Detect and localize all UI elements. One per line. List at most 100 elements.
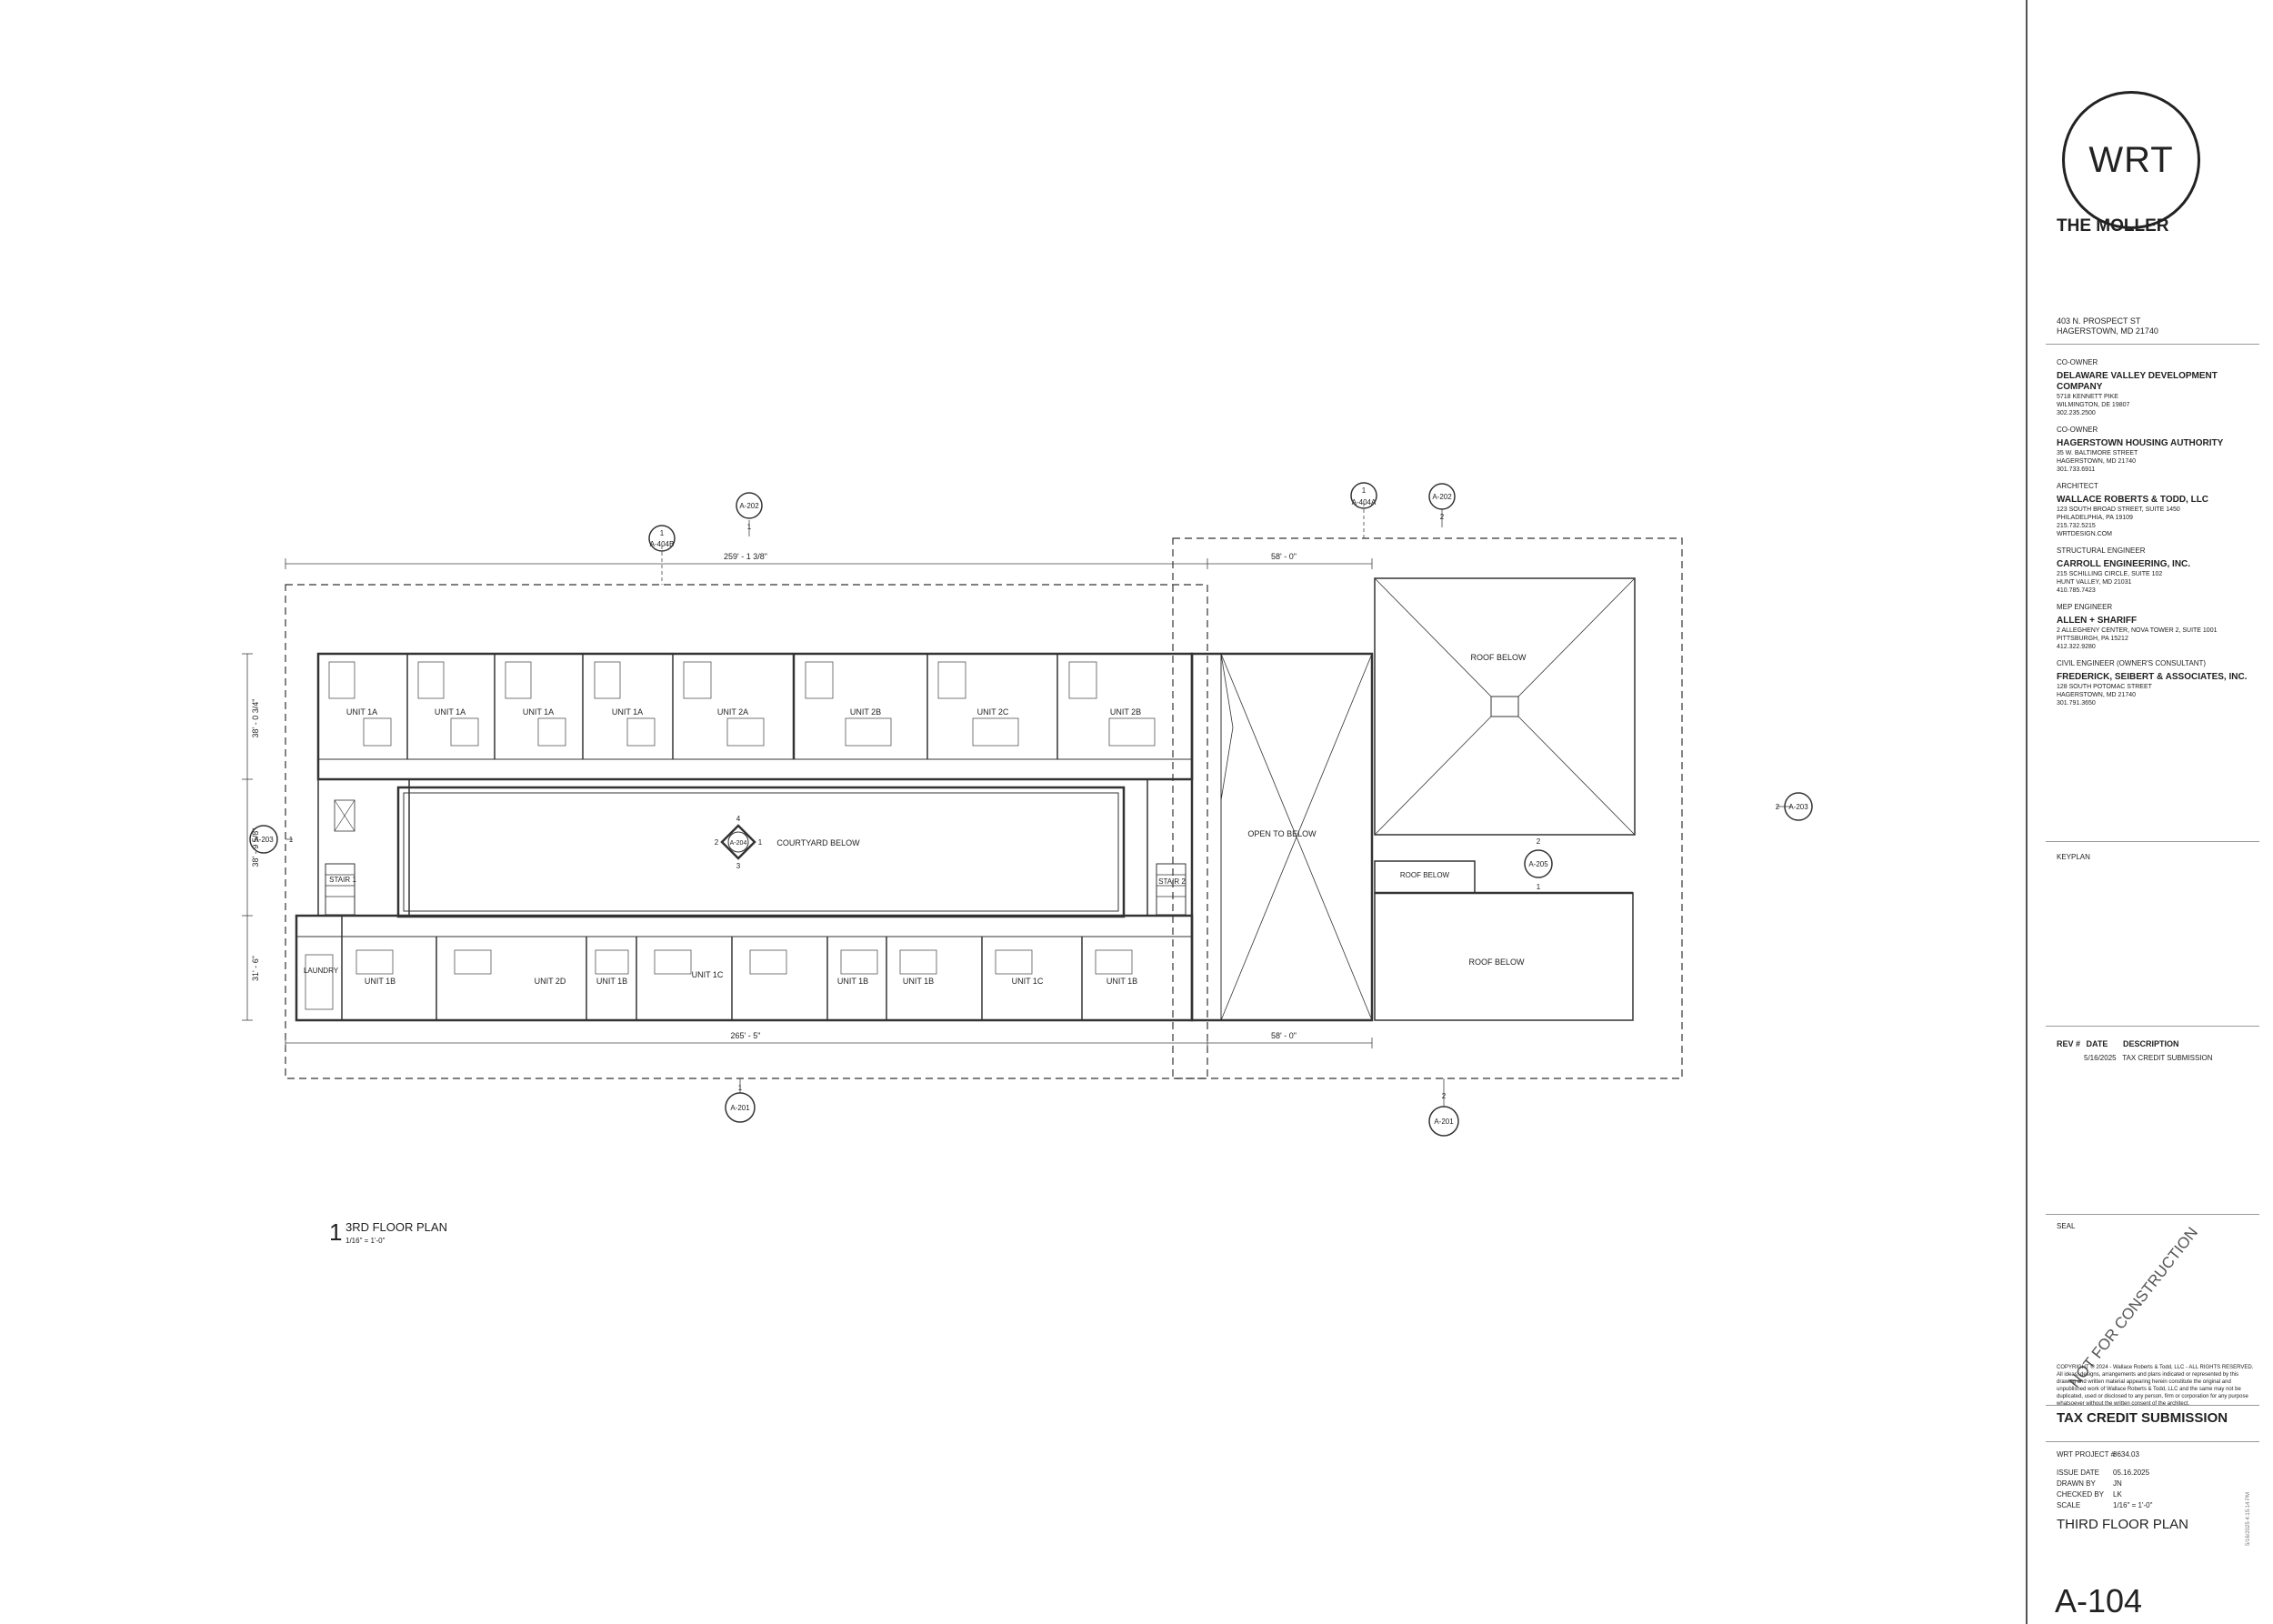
callout-a201-left: A-201 [730,1104,750,1112]
team-role: CO-OWNER [2057,358,2098,366]
callout-n2-a: 2 [1440,513,1445,521]
team-contact-line: HAGERSTOWN, MD 21740 [2057,692,2137,698]
keyplan-label: KEYPLAN [2057,853,2090,861]
team-entry: CO-OWNER HAGERSTOWN HOUSING AUTHORITY 35 W… [2057,426,2262,474]
info-value: 05.16.2025 [2113,1469,2150,1477]
scope-box-left [285,584,1208,1079]
team-contact-line: 410.785.7423 [2057,587,2096,594]
open-to-below [1190,652,1374,1022]
team-role: ARCHITECT [2057,482,2098,490]
team-entry: STRUCTURAL ENGINEER CARROLL ENGINEERING, … [2057,546,2262,595]
unit-label-s1: UNIT 1B [365,977,396,986]
info-label: ISSUE DATE [2057,1469,2099,1477]
courtyard-below [396,786,1126,918]
divider [2046,1214,2259,1215]
roof-below-south [1374,892,1634,1021]
team-contact-line: WILMINGTON, DE 19807 [2057,402,2130,408]
info-row: ISSUE DATE 05.16.2025 [2057,1469,2152,1479]
team-firm: CARROLL ENGINEERING, INC. [2057,559,2191,569]
unit-label-n8: UNIT 2B [1110,707,1141,717]
revision-description: TAX CREDIT SUBMISSION [2122,1054,2213,1062]
team-contact-line: 5718 KENNETT PIKE [2057,394,2118,400]
unit-label-n5: UNIT 2A [717,707,748,717]
team-firm: DELAWARE VALLEY DEVELOPMENT COMPANY [2057,371,2218,392]
callout-a205: A-205 [1528,860,1548,868]
project-team: CO-OWNER DELAWARE VALLEY DEVELOPMENT COMP… [2057,358,2262,707]
dim-overall-bottom: 265' - 5" [731,1031,761,1040]
unit-label-s3: UNIT 1B [596,977,627,986]
team-contact-line: 302.235.2500 [2057,410,2096,416]
callout-a203-left: A-203 [254,836,274,844]
dim-left-3: 31' - 6" [251,956,260,981]
dim-left-1: 38' - 0 3/4" [251,699,260,738]
north-unit-labels: UNIT 1A UNIT 1A UNIT 1A UNIT 1A UNIT 2A … [346,707,1141,717]
drawing-scale: 1/16" = 1'-0" [345,1237,386,1245]
callout-n1-a: 1 [660,529,665,537]
divider [2046,1441,2259,1442]
rev-col-header: REV # [2057,1039,2081,1048]
unit-label-n7: UNIT 2C [977,707,1009,717]
callout-a201-right: A-201 [1434,1118,1454,1126]
callout-n1-e: 1 [289,836,294,844]
team-role: MEP ENGINEER [2057,603,2113,611]
stair-1-label: STAIR 1 [329,876,356,884]
file-timestamp: 5/16/2025 4:15:14 PM [2246,1491,2251,1546]
callout-n3: 3 [736,862,741,870]
south-unit-labels: UNIT 1B UNIT 2D UNIT 1B UNIT 1C UNIT 1B … [365,970,1137,986]
team-firm: WALLACE ROBERTS & TODD, LLC [2057,495,2209,505]
info-label: WRT PROJECT # [2057,1450,2116,1459]
team-role: CO-OWNER [2057,426,2098,434]
info-label: SCALE [2057,1501,2081,1509]
info-value: 8634.03 [2113,1450,2139,1459]
team-contact-line: 301.733.6911 [2057,466,2096,473]
team-firm: HAGERSTOWN HOUSING AUTHORITY [2057,438,2224,448]
team-contact-line: PITTSBURGH, PA 15212 [2057,636,2128,642]
unit-label-n2: UNIT 1A [435,707,466,717]
team-firm: FREDERICK, SEIBERT & ASSOCIATES, INC. [2057,672,2248,682]
roof-below-label-1: ROOF BELOW [1470,653,1527,662]
unit-label-s8: UNIT 1B [1106,977,1137,986]
address-line-1: 403 N. PROSPECT ST [2057,316,2141,326]
team-role: STRUCTURAL ENGINEER [2057,546,2146,555]
courtyard-label: COURTYARD BELOW [776,838,860,847]
callout-n1-c: 1 [1362,486,1367,495]
north-wing [316,652,1194,781]
team-contact-line: WRTDESIGN.COM [2057,531,2112,537]
divider [2046,841,2259,842]
unit-label-s6: UNIT 1B [903,977,934,986]
project-address: 403 N. PROSPECT ST HAGERSTOWN, MD 21740 [2057,316,2158,336]
divider [2046,1405,2259,1406]
dim-overall-top: 259' - 1 3/8" [724,552,767,561]
south-wing [295,914,1194,1022]
seal-label: SEAL [2057,1222,2076,1230]
callout-n1-g: 1 [758,838,763,847]
team-contact-line: 35 W. BALTIMORE STREET [2057,450,2138,456]
sheet-title: THIRD FLOOR PLAN [2057,1517,2189,1532]
team-contact-line: PHILADELPHIA, PA 19109 [2057,515,2133,521]
unit-label-s2: UNIT 2D [535,977,566,986]
unit-label-n6: UNIT 2B [850,707,881,717]
callout-n2-c: 2 [1776,803,1780,811]
address-line-2: HAGERSTOWN, MD 21740 [2057,326,2158,336]
submission-phase: TAX CREDIT SUBMISSION [2057,1410,2228,1426]
divider [2046,1026,2259,1027]
wrt-logo: WRT [2062,91,2200,229]
unit-label-n1: UNIT 1A [346,707,377,717]
drawing-title-text: 3RD FLOOR PLAN [345,1220,447,1234]
team-role: CIVIL ENGINEER (OWNER'S CONSULTANT) [2057,659,2207,667]
callout-n2-e: 2 [715,838,719,847]
open-to-below-label: OPEN TO BELOW [1247,829,1317,838]
team-contact-line: HUNT VALLEY, MD 21031 [2057,579,2132,586]
date-col-header: DATE [2086,1039,2108,1048]
roof-below-label-2: ROOF BELOW [1400,871,1450,879]
callout-a204: A-204 [730,840,747,847]
callout-n2-d: 2 [1537,837,1541,846]
callout-n2-b: 2 [1442,1092,1447,1100]
team-contact-line: HAGERSTOWN, MD 21740 [2057,458,2137,465]
